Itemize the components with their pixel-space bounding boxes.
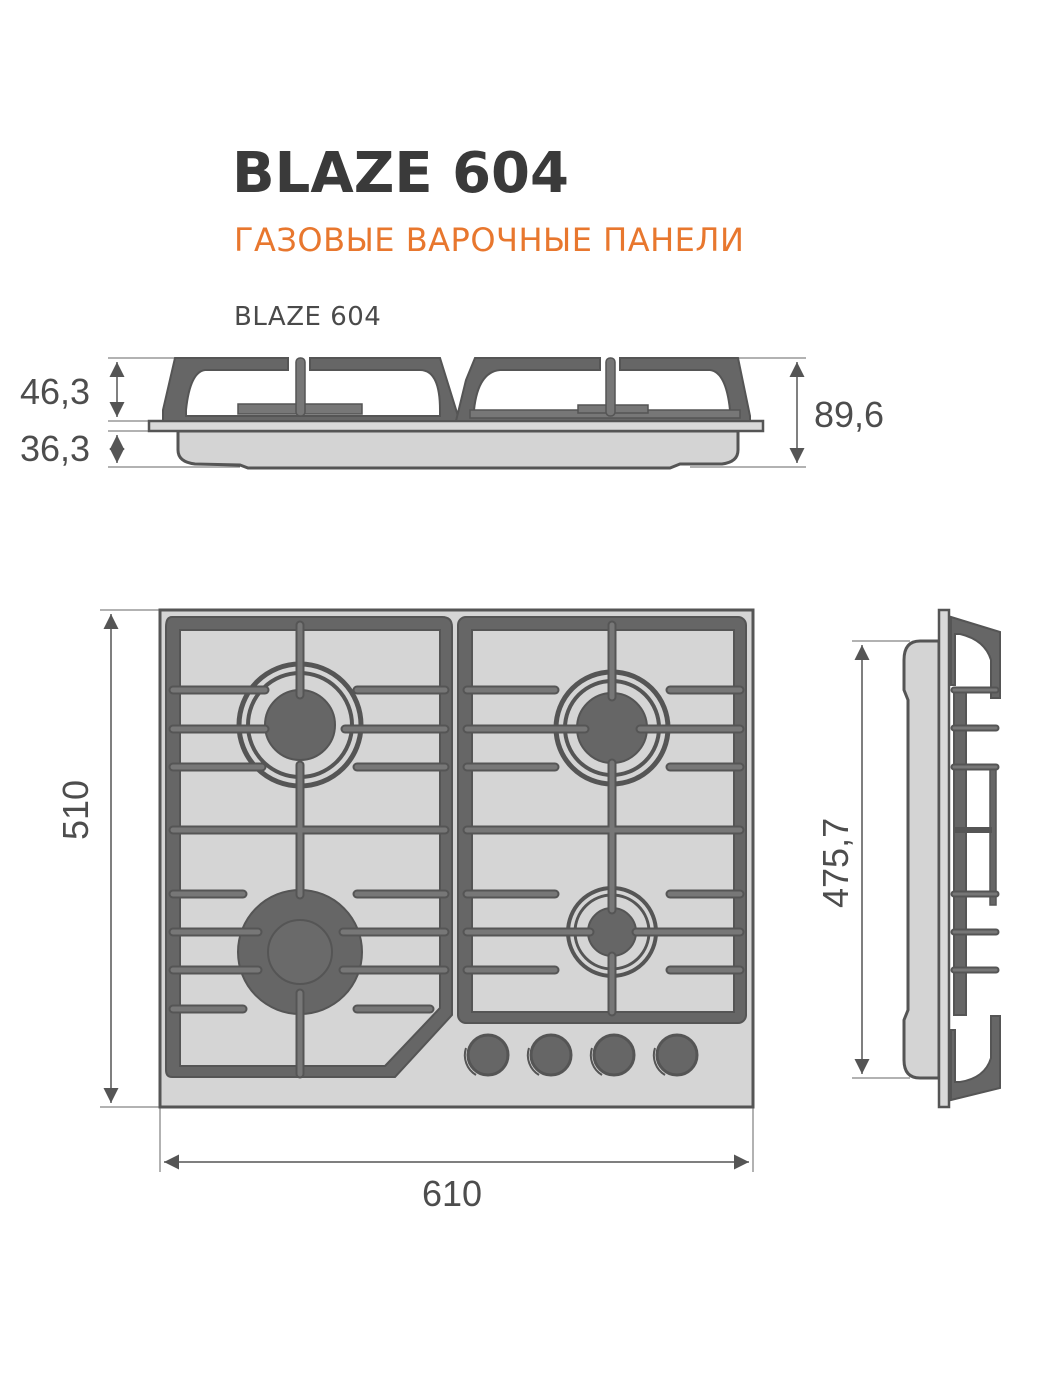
knob-3	[589, 1033, 636, 1077]
side-view-label: BLAZE 604	[234, 302, 382, 332]
knob-2	[526, 1033, 573, 1077]
top-view	[100, 608, 755, 1172]
model-title: BLAZE 604	[232, 141, 569, 206]
category-subtitle: ГАЗОВЫЕ ВАРОЧНЫЕ ПАНЕЛИ	[234, 221, 745, 259]
knob-4	[652, 1033, 699, 1077]
side-view	[108, 357, 806, 470]
dim-total-height: 89,6	[814, 394, 885, 435]
control-knobs	[463, 1033, 699, 1077]
profile-view	[852, 608, 1001, 1109]
knob-1	[463, 1033, 510, 1077]
dim-grate-height: 46,3	[20, 371, 91, 412]
dim-width: 610	[422, 1173, 483, 1214]
dim-body-depth: 36,3	[20, 428, 91, 469]
